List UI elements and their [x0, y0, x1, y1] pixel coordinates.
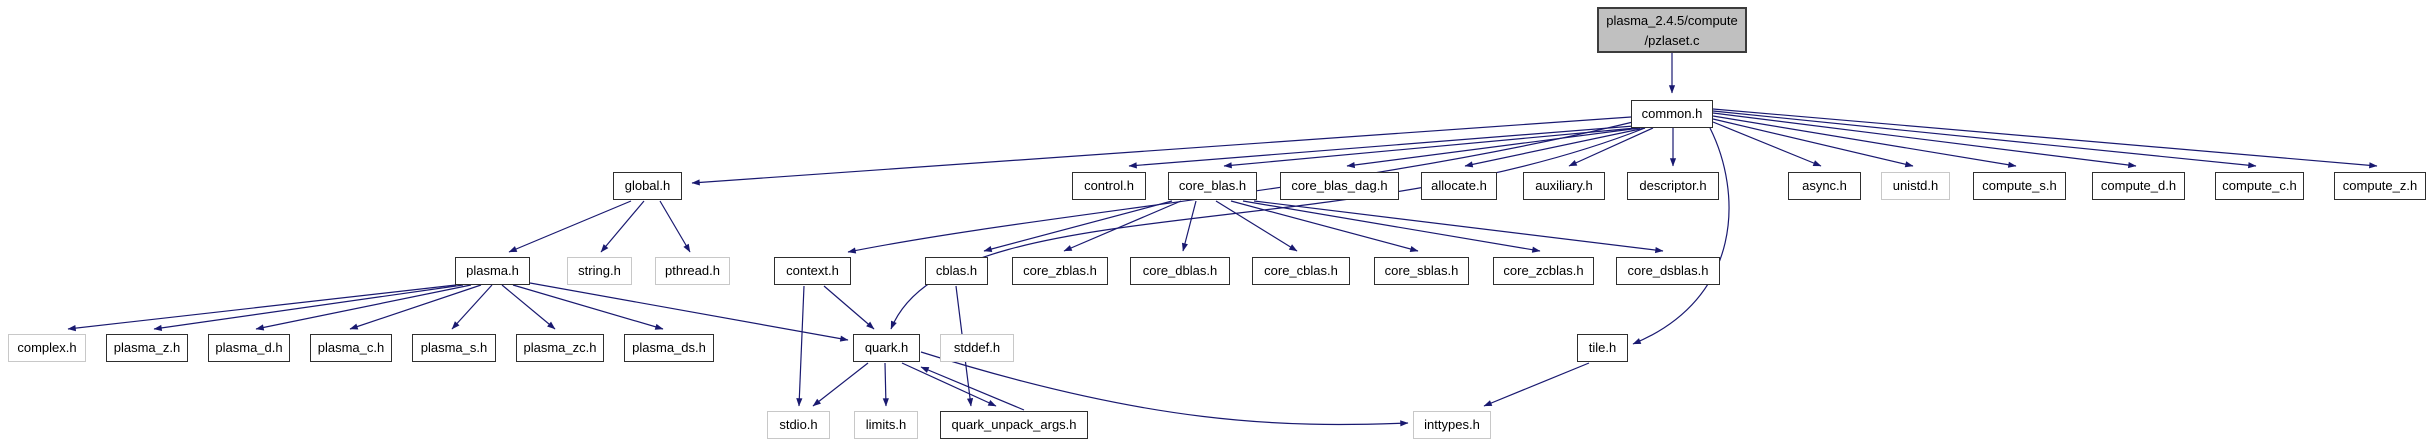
- edge-quark-quark_unpack_args: [901, 362, 997, 407]
- edge-common-auxiliary: [1568, 127, 1654, 167]
- edge-common-unistd: [1712, 118, 1914, 168]
- node-quark-h[interactable]: quark.h: [853, 334, 920, 362]
- edge-common-control: [1128, 125, 1635, 169]
- node-control-h[interactable]: control.h: [1072, 172, 1146, 200]
- node-string-h[interactable]: string.h: [567, 257, 632, 285]
- edge-plasma-plasma_d: [255, 284, 472, 331]
- node-limits-h[interactable]: limits.h: [854, 411, 918, 439]
- node-stdio-h[interactable]: stdio.h: [767, 411, 830, 439]
- node-unistd-h[interactable]: unistd.h: [1881, 172, 1950, 200]
- node-plasma-z-h[interactable]: plasma_z.h: [106, 334, 188, 362]
- edge-quark_unpack_args-quark: [920, 366, 1025, 411]
- edge-core_blas-core_dsblas: [1253, 200, 1664, 254]
- edge-plasma-plasma_ds: [512, 284, 664, 330]
- node-auxiliary-h[interactable]: auxiliary.h: [1523, 172, 1605, 200]
- node-global-h[interactable]: global.h: [613, 172, 682, 200]
- node-pzlaset-c[interactable]: plasma_2.4.5/compute /pzlaset.c: [1597, 7, 1747, 53]
- node-allocate-h[interactable]: allocate.h: [1421, 172, 1497, 200]
- node-compute-d-h[interactable]: compute_d.h: [2092, 172, 2185, 200]
- node-common-h[interactable]: common.h: [1631, 100, 1713, 128]
- edge-core_blas-core_cblas: [1215, 200, 1298, 252]
- edge-plasma-quark: [529, 282, 849, 342]
- edge-common-global: [691, 116, 1632, 186]
- edge-plasma-plasma_c: [349, 284, 482, 330]
- edge-plasma-plasma_z: [153, 284, 464, 331]
- edge-common-compute_c: [1712, 110, 2257, 169]
- node-core-dsblas-h[interactable]: core_dsblas.h: [1616, 257, 1720, 285]
- node-compute-c-h[interactable]: compute_c.h: [2215, 172, 2304, 200]
- node-core-cblas-h[interactable]: core_cblas.h: [1252, 257, 1350, 285]
- root-label-line2: /pzlaset.c: [1644, 33, 1700, 48]
- edge-context-stdio: [796, 285, 805, 407]
- edge-common-compute_z: [1712, 108, 2378, 169]
- edge-tile-inttypes: [1483, 362, 1590, 407]
- edge-plasma-plasma_s: [451, 284, 493, 330]
- edge-core_blas-core_dblas: [1181, 200, 1197, 252]
- edge-common-core_blas: [1223, 127, 1637, 169]
- node-plasma-c-h[interactable]: plasma_c.h: [310, 334, 392, 362]
- edge-global-pthread: [659, 200, 691, 253]
- node-core-blas-dag-h[interactable]: core_blas_dag.h: [1280, 172, 1399, 200]
- edge-context-quark: [823, 285, 875, 330]
- node-inttypes-h[interactable]: inttypes.h: [1413, 411, 1491, 439]
- edge-plasma-plasma_zc: [501, 284, 556, 330]
- edge-core_blas-cblas: [983, 200, 1173, 253]
- edge-quark-stdio: [812, 362, 869, 407]
- edge-common-tile: [1632, 127, 1730, 345]
- node-async-h[interactable]: async.h: [1788, 172, 1861, 200]
- node-tile-h[interactable]: tile.h: [1577, 334, 1628, 362]
- node-core-dblas-h[interactable]: core_dblas.h: [1130, 257, 1230, 285]
- node-plasma-d-h[interactable]: plasma_d.h: [208, 334, 290, 362]
- node-plasma-ds-h[interactable]: plasma_ds.h: [624, 334, 714, 362]
- node-core-sblas-h[interactable]: core_sblas.h: [1374, 257, 1469, 285]
- node-pthread-h[interactable]: pthread.h: [655, 257, 730, 285]
- edge-global-string: [600, 200, 645, 253]
- edge-core_blas-core_sblas: [1230, 200, 1419, 252]
- node-plasma-zc-h[interactable]: plasma_zc.h: [516, 334, 604, 362]
- node-plasma-s-h[interactable]: plasma_s.h: [412, 334, 496, 362]
- node-stddef-h[interactable]: stddef.h: [940, 334, 1014, 362]
- edge-common-compute_d: [1712, 112, 2137, 169]
- edge-global-plasma: [508, 200, 632, 253]
- edge-quark-limits: [882, 362, 889, 407]
- node-descriptor-h[interactable]: descriptor.h: [1627, 172, 1719, 200]
- edge-core_blas-core_zblas: [1063, 200, 1182, 252]
- node-core-zcblas-h[interactable]: core_zcblas.h: [1493, 257, 1594, 285]
- node-cblas-h[interactable]: cblas.h: [925, 257, 988, 285]
- edge-common-allocate: [1464, 127, 1646, 168]
- edge-common-core_blas_dag: [1346, 127, 1641, 169]
- node-plasma-h[interactable]: plasma.h: [455, 257, 530, 285]
- node-compute-z-h[interactable]: compute_z.h: [2334, 172, 2426, 200]
- edge-core_blas-core_zcblas: [1242, 200, 1541, 253]
- edge-common-compute_s: [1712, 115, 2017, 168]
- edge-plasma-complex: [67, 284, 457, 332]
- node-complex-h[interactable]: complex.h: [8, 334, 86, 362]
- root-label-line1: plasma_2.4.5/compute: [1606, 13, 1738, 28]
- node-compute-s-h[interactable]: compute_s.h: [1973, 172, 2066, 200]
- node-core-zblas-h[interactable]: core_zblas.h: [1012, 257, 1108, 285]
- node-core-blas-h[interactable]: core_blas.h: [1168, 172, 1257, 200]
- edge-common-quark: [890, 127, 1646, 330]
- edge-common-async: [1712, 121, 1822, 167]
- node-context-h[interactable]: context.h: [774, 257, 851, 285]
- edge-quark-inttypes: [920, 351, 1409, 427]
- node-quark-unpack-args-h[interactable]: quark_unpack_args.h: [940, 411, 1088, 439]
